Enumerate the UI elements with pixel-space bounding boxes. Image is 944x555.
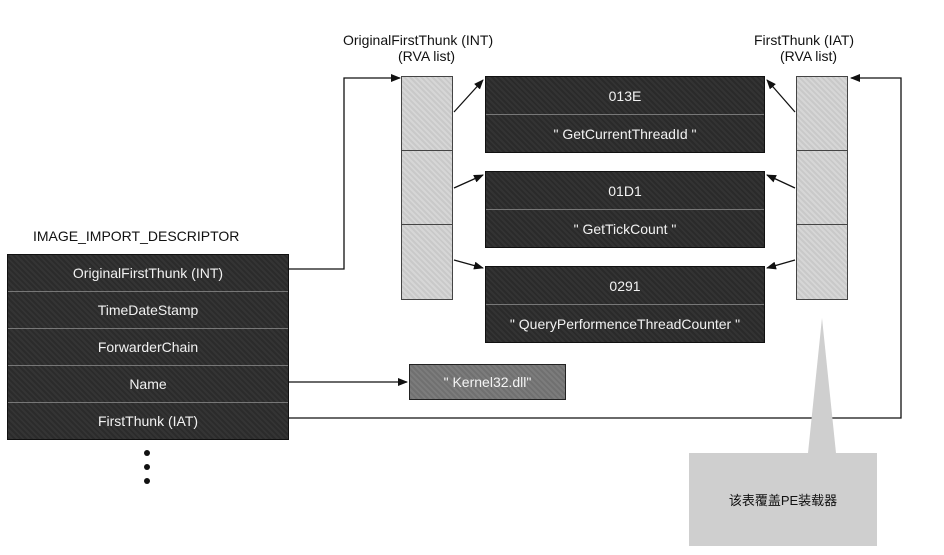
iat-link-arrow bbox=[289, 74, 902, 419]
descriptor-title: IMAGE_IMPORT_DESCRIPTOR bbox=[33, 228, 240, 244]
import-function-name: " QueryPerformenceThreadCounter " bbox=[509, 315, 741, 332]
int-column-subtitle: (RVA list) bbox=[398, 48, 456, 64]
int-column bbox=[401, 76, 453, 300]
import-by-name-3: 0291 " QueryPerformenceThreadCounter " bbox=[485, 266, 765, 343]
iat-entry-arrow-3 bbox=[766, 259, 796, 270]
callout-pointer bbox=[808, 318, 836, 453]
import-hint: 01D1 bbox=[486, 172, 764, 210]
import-hint: 0291 bbox=[486, 267, 764, 305]
import-function-name: " GetCurrentThreadId " bbox=[553, 125, 697, 142]
iat-cell bbox=[797, 151, 847, 225]
import-by-name-2: 01D1 " GetTickCount " bbox=[485, 171, 765, 248]
field-time-date-stamp: TimeDateStamp bbox=[8, 292, 288, 329]
ellipsis-dot bbox=[144, 478, 150, 484]
field-original-first-thunk: OriginalFirstThunk (INT) bbox=[8, 255, 288, 292]
import-function-name: " GetTickCount " bbox=[573, 220, 677, 237]
import-by-name-1: 013E " GetCurrentThreadId " bbox=[485, 76, 765, 153]
iat-entry-arrow-1 bbox=[766, 79, 796, 113]
iat-column-title: FirstThunk (IAT) bbox=[754, 32, 855, 48]
int-cell bbox=[402, 77, 452, 151]
int-link-arrow bbox=[289, 74, 401, 270]
iat-cell bbox=[797, 77, 847, 151]
field-first-thunk: FirstThunk (IAT) bbox=[8, 403, 288, 439]
field-name: Name bbox=[8, 366, 288, 403]
iat-column-subtitle: (RVA list) bbox=[780, 48, 838, 64]
int-cell bbox=[402, 151, 452, 225]
int-column-title: OriginalFirstThunk (INT) bbox=[343, 32, 494, 48]
callout-note: 该表覆盖PE装载器 bbox=[689, 453, 877, 546]
descriptor-table: OriginalFirstThunk (INT) TimeDateStamp F… bbox=[7, 254, 289, 440]
iat-entry-arrow-2 bbox=[766, 174, 796, 189]
ellipsis-dot bbox=[144, 450, 150, 456]
iat-cell bbox=[797, 225, 847, 299]
field-forwarder-chain: ForwarderChain bbox=[8, 329, 288, 366]
ellipsis-dot bbox=[144, 464, 150, 470]
int-entry-arrow-2 bbox=[453, 174, 484, 189]
iat-column bbox=[796, 76, 848, 300]
import-hint: 013E bbox=[486, 77, 764, 115]
dll-name-box: " Kernel32.dll" bbox=[409, 364, 566, 400]
int-cell bbox=[402, 225, 452, 299]
int-entry-arrow-3 bbox=[453, 259, 484, 270]
int-entry-arrow-1 bbox=[453, 79, 484, 113]
